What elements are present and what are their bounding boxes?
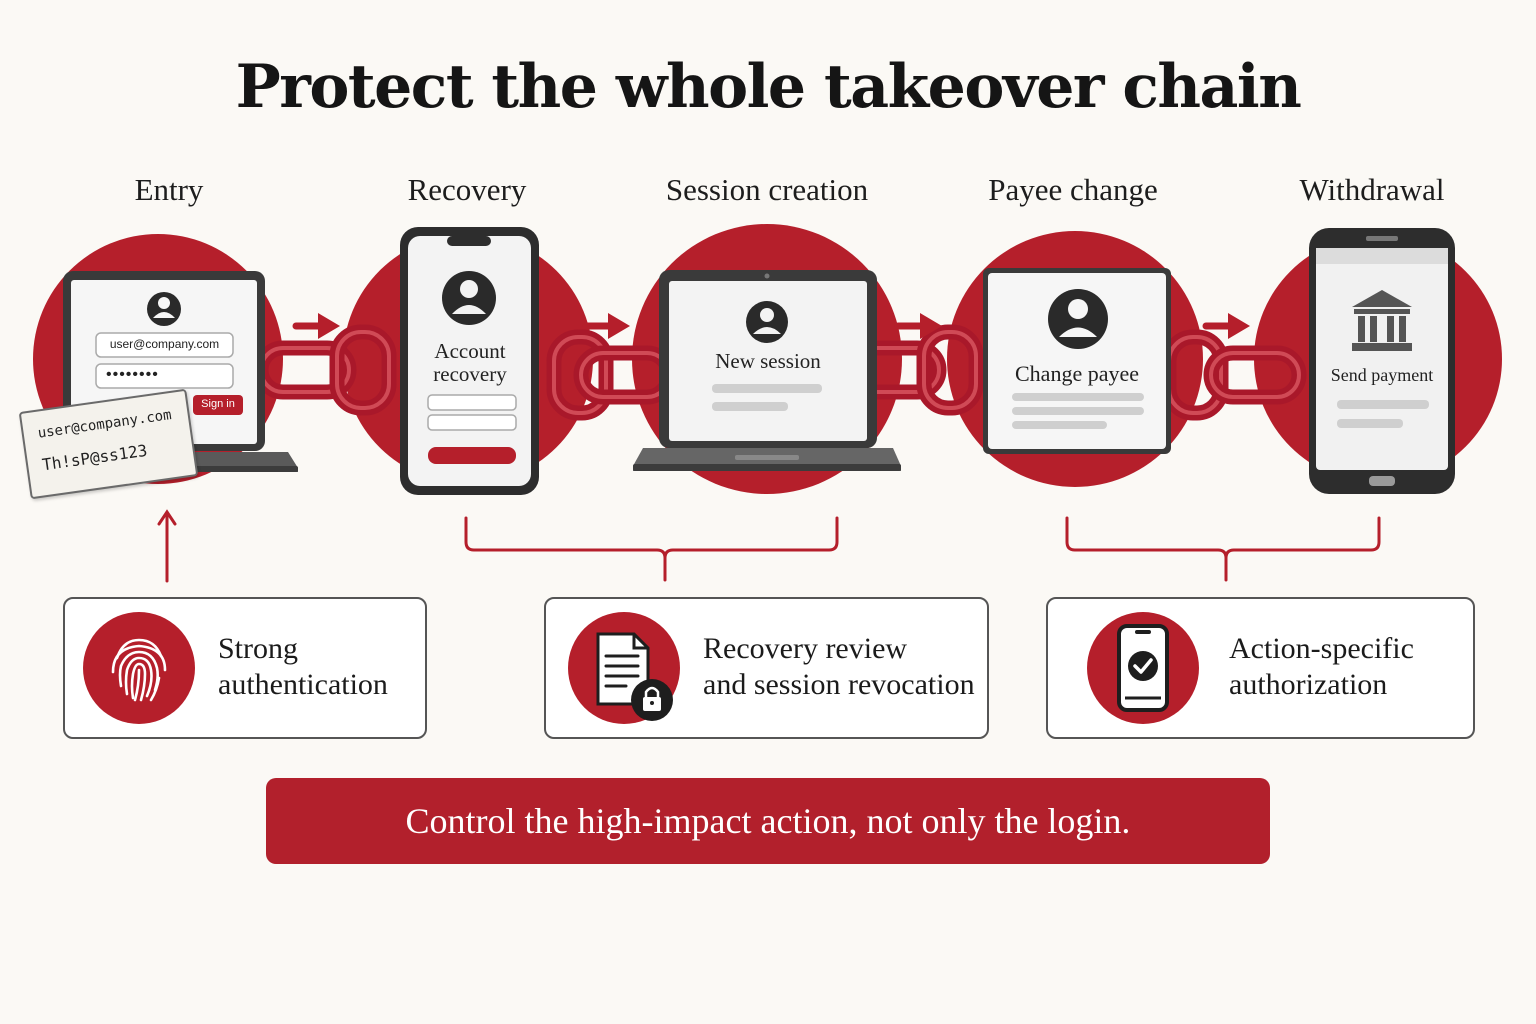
control-1-line2: authentication (218, 668, 388, 701)
control-3-line1: Action-specific (1229, 632, 1414, 665)
entry-password-field: •••••••• (106, 366, 159, 383)
sticky-note-password: Th!sP@ss123 (40, 440, 149, 475)
summary-banner-text: Control the high-impact action, not only… (405, 801, 1131, 841)
phone-check-icon (1087, 612, 1199, 724)
arrow-3 (894, 313, 942, 339)
session-screen-label: New session (715, 349, 821, 373)
bank-icon (1352, 290, 1412, 351)
entry-connector (157, 509, 177, 583)
control-3-line2: authorization (1229, 668, 1388, 701)
sticky-note-email: user@company.com (36, 407, 173, 442)
withdrawal-screen-label: Send payment (1330, 365, 1434, 385)
summary-banner: Control the high-impact action, not only… (266, 778, 1270, 864)
stage-label-payee-change: Payee change (988, 172, 1158, 207)
control-card-recovery-review: Recovery review and session revocation (544, 597, 989, 739)
entry-sign-in-button: Sign in (201, 398, 235, 410)
withdrawal-phone (1309, 228, 1455, 494)
recovery-phone (400, 227, 539, 495)
payee-screen (983, 268, 1171, 454)
stage-label-recovery: Recovery (407, 172, 527, 207)
control-card-strong-authentication: Strong authentication (63, 597, 427, 739)
payee-screen-label: Change payee (1015, 361, 1139, 386)
stage-label-entry: Entry (134, 172, 204, 207)
entry-email-field: user@company.com (109, 337, 220, 351)
control-1-line1: Strong (218, 632, 299, 665)
arrow-4 (1202, 313, 1250, 339)
control-card-action-authorization: Action-specific authorization (1046, 597, 1475, 739)
recovery-session-bracket (464, 516, 839, 582)
fingerprint-icon (83, 612, 195, 724)
control-2-line2: and session revocation (703, 668, 975, 701)
payee-withdrawal-bracket (1065, 516, 1381, 582)
recovery-screen-line1: Account (434, 339, 506, 363)
control-2-line1: Recovery review (703, 632, 908, 665)
page-title: Protect the whole takeover chain (235, 52, 1302, 122)
arrow-2 (582, 313, 630, 339)
recovery-screen-line2: recovery (433, 362, 507, 386)
document-lock-icon (568, 612, 680, 724)
arrow-1 (292, 313, 340, 339)
stage-label-session-creation: Session creation (665, 172, 869, 207)
stage-label-withdrawal: Withdrawal (1299, 172, 1445, 207)
session-laptop (633, 270, 901, 471)
